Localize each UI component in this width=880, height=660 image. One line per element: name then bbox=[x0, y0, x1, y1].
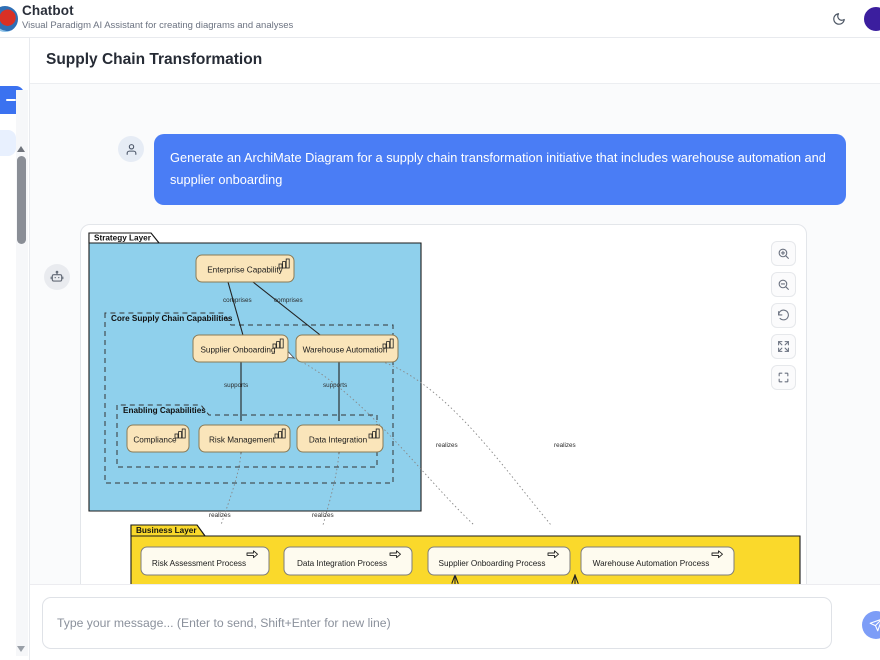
capability-label: Warehouse Automation bbox=[303, 346, 388, 355]
sidebar-scrollbar[interactable] bbox=[16, 90, 28, 656]
process-label: Data Integration Process bbox=[297, 559, 387, 568]
caret-down-icon[interactable] bbox=[17, 646, 25, 652]
capability-warehouse-automation[interactable]: Warehouse Automation bbox=[295, 334, 399, 363]
archimate-diagram-card: Strategy Layer Core Supply Chain Capabil… bbox=[80, 224, 807, 584]
moon-icon[interactable] bbox=[828, 8, 850, 30]
zoom-out-icon[interactable] bbox=[771, 272, 796, 297]
capability-compliance[interactable]: Compliance bbox=[126, 424, 190, 453]
capability-label: Enterprise Capability bbox=[207, 266, 283, 275]
process-label: Warehouse Automation Process bbox=[593, 559, 710, 568]
chat-scroll-area[interactable]: Generate an ArchiMate Diagram for a supp… bbox=[30, 84, 880, 584]
capability-label: Compliance bbox=[133, 436, 177, 445]
user-icon bbox=[118, 136, 144, 162]
capability-supplier-onboarding[interactable]: Supplier Onboarding bbox=[192, 334, 289, 363]
rel-label-comprises-2: comprises bbox=[274, 297, 303, 304]
user-avatar[interactable] bbox=[862, 5, 880, 33]
send-icon[interactable] bbox=[862, 611, 880, 639]
capability-risk-management[interactable]: Risk Management bbox=[198, 424, 291, 453]
page-title: Supply Chain Transformation bbox=[46, 51, 263, 68]
sidebar-item-active-conversation[interactable] bbox=[0, 130, 16, 156]
rel-label-supports-2: supports bbox=[323, 382, 347, 389]
conversation-header: Supply Chain Transformation bbox=[30, 38, 880, 84]
strategy-layer-label: Strategy Layer bbox=[94, 234, 152, 243]
fit-screen-icon[interactable] bbox=[771, 334, 796, 359]
visual-paradigm-logo-icon bbox=[0, 4, 20, 34]
brand-text-block: Chatbot Visual Paradigm AI Assistant for… bbox=[22, 3, 293, 32]
app-subtitle: Visual Paradigm AI Assistant for creatin… bbox=[22, 20, 294, 31]
core-capabilities-group-label: Core Supply Chain Capabilities bbox=[111, 314, 233, 323]
capability-label: Supplier Onboarding bbox=[200, 346, 276, 355]
process-risk-assessment-process[interactable]: Risk Assessment Process bbox=[140, 546, 270, 576]
left-sidebar bbox=[0, 38, 30, 660]
reset-icon[interactable] bbox=[771, 303, 796, 328]
top-header-bar: Chatbot Visual Paradigm AI Assistant for… bbox=[0, 0, 880, 38]
zoom-in-icon[interactable] bbox=[771, 241, 796, 266]
message-input[interactable] bbox=[42, 597, 832, 649]
message-composer bbox=[30, 584, 880, 660]
business-layer-label: Business Layer bbox=[136, 526, 197, 535]
caret-up-icon[interactable] bbox=[17, 146, 25, 152]
assistant-message-row: Strategy Layer Core Supply Chain Capabil… bbox=[44, 224, 807, 584]
main-panel: Supply Chain Transformation Generate an … bbox=[30, 38, 880, 660]
capability-label: Risk Management bbox=[209, 436, 276, 445]
capability-label: Data Integration bbox=[309, 436, 368, 445]
rel-label-realizes-4: realizes bbox=[554, 442, 576, 449]
relationship-labels: comprises comprises supports supports re… bbox=[209, 297, 576, 519]
group-enabling-capabilities[interactable]: Enabling Capabilities bbox=[116, 404, 378, 468]
rel-label-realizes-2: realizes bbox=[312, 512, 334, 519]
rel-label-supports-1: supports bbox=[224, 382, 248, 389]
diagram-zoom-toolbar bbox=[771, 241, 796, 390]
diagram-canvas[interactable]: Strategy Layer Core Supply Chain Capabil… bbox=[81, 225, 806, 584]
process-label: Supplier Onboarding Process bbox=[439, 559, 546, 568]
process-warehouse-automation-process[interactable]: Warehouse Automation Process bbox=[580, 546, 735, 576]
capability-enterprise-capability[interactable]: Enterprise Capability bbox=[195, 254, 295, 283]
archimate-diagram-svg: Strategy Layer Core Supply Chain Capabil… bbox=[88, 232, 801, 584]
rel-label-comprises-1: comprises bbox=[223, 297, 252, 304]
process-data-integration-process[interactable]: Data Integration Process bbox=[283, 546, 413, 576]
rel-label-realizes-1: realizes bbox=[209, 512, 231, 519]
header-actions bbox=[828, 0, 880, 38]
process-label: Risk Assessment Process bbox=[152, 559, 246, 568]
sidebar-scrollbar-thumb[interactable] bbox=[17, 156, 26, 244]
user-message-bubble: Generate an ArchiMate Diagram for a supp… bbox=[154, 134, 846, 205]
rel-label-realizes-3: realizes bbox=[436, 442, 458, 449]
capability-data-integration[interactable]: Data Integration bbox=[296, 424, 384, 453]
process-supplier-onboarding-process[interactable]: Supplier Onboarding Process bbox=[427, 546, 571, 576]
app-title: Chatbot bbox=[22, 3, 74, 18]
enabling-capabilities-group-label: Enabling Capabilities bbox=[123, 406, 206, 415]
user-message-row: Generate an ArchiMate Diagram for a supp… bbox=[118, 134, 846, 205]
robot-icon bbox=[44, 264, 70, 290]
group-core-supply-chain-capabilities[interactable]: Core Supply Chain Capabilities bbox=[104, 312, 394, 484]
fullscreen-icon[interactable] bbox=[771, 365, 796, 390]
